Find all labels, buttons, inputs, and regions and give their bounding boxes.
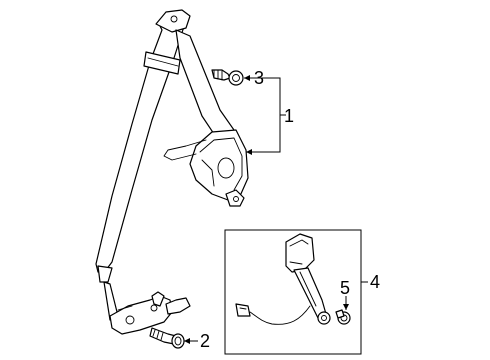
callout-4: 4 <box>370 272 380 292</box>
callout-1: 1 <box>284 106 294 126</box>
callout-5: 5 <box>340 278 350 298</box>
seat-belt-assembly <box>95 9 249 321</box>
seat-belt-buckle <box>235 233 331 325</box>
retractor-bolt <box>211 69 244 86</box>
callout-2: 2 <box>200 331 210 351</box>
buckle-bolt <box>335 309 351 325</box>
callout-3: 3 <box>254 68 264 88</box>
anchor-bolt <box>149 327 185 349</box>
lower-anchor-bracket <box>109 291 191 335</box>
buckle-inset-box <box>224 229 362 355</box>
leader-lines <box>184 75 368 344</box>
